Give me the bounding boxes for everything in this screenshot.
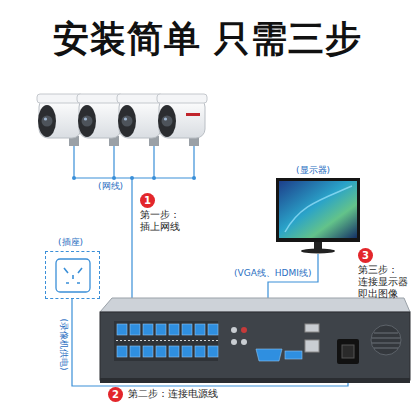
callout-circle: 3第三步： 连接显示器 即出图像 [358,248,373,263]
camera [157,94,207,146]
callout-number: 3 [362,250,369,261]
monitor-box: (显示器) [278,180,358,240]
wire-label: (VGA线、HDMI线) [234,268,311,279]
socket-icon [56,259,90,292]
title: 安装简单 只需三步 [0,18,415,60]
socket-box: (插座) [45,251,100,299]
callout-circle: 2第二步：连接电源线 [108,387,123,402]
camera [37,94,83,146]
wire-label: (录像机供电) [58,310,69,380]
wire-label: (网线) [98,181,123,192]
camera [77,94,123,146]
node-label: (显示器) [296,165,330,176]
wire-junction [72,176,196,180]
camera [117,94,163,146]
step-text: 第一步： 插上网线 [140,209,186,233]
node-label: (插座) [58,237,83,248]
callout-number: 1 [144,195,151,206]
video-recorder [100,298,410,383]
monitor [276,178,360,254]
callout-number: 2 [112,389,119,400]
callout-circle: 1第一步： 插上网线 [140,193,155,208]
step-text: 第二步：连接电源线 [128,388,218,400]
network-wire [74,146,194,322]
step-text: 第三步： 连接显示器 即出图像 [358,264,411,300]
